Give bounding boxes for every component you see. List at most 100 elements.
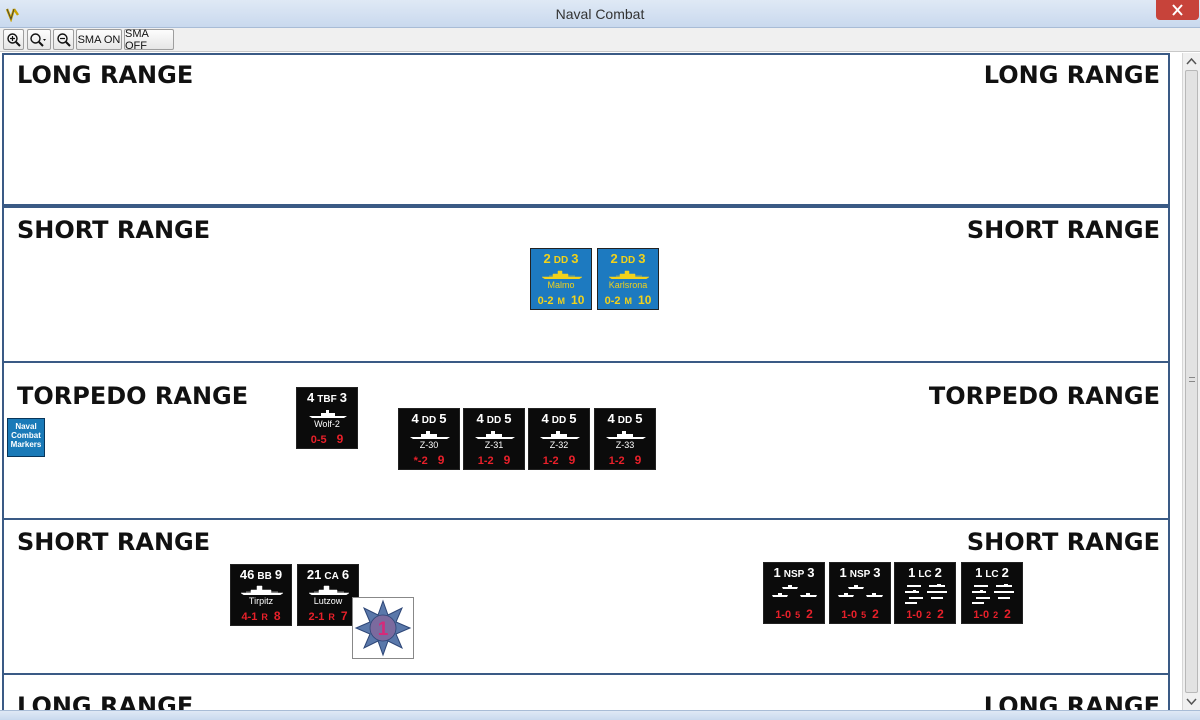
thumb-grip: [1189, 377, 1195, 382]
zoom-out-button[interactable]: [53, 29, 74, 50]
ship-silhouette-icon: [308, 585, 350, 595]
window-bottom-border: [0, 710, 1200, 720]
scroll-down-button[interactable]: [1183, 693, 1200, 710]
zoom-select-icon: [30, 32, 46, 47]
app-icon: [5, 8, 19, 22]
band-label-right: LONG RANGE: [983, 692, 1160, 710]
ship-name: Z-32: [549, 440, 569, 450]
ship-silhouette-icon: [475, 431, 515, 439]
zoom-out-icon: [56, 32, 71, 47]
close-button[interactable]: [1156, 0, 1199, 20]
sma-on-button[interactable]: SMA ON: [76, 29, 122, 50]
ship-silhouette-icon: [606, 431, 646, 439]
window-title: Naval Combat: [555, 6, 645, 22]
ship-name: Tirpitz: [248, 596, 274, 606]
ship-name: Wolf-2: [314, 419, 340, 429]
zoom-select-button[interactable]: [27, 29, 51, 50]
ship-silhouette-icon: [410, 431, 450, 439]
close-icon: [1172, 4, 1183, 16]
band-label-right: SHORT RANGE: [966, 216, 1160, 244]
band-long-range-top[interactable]: LONG RANGE LONG RANGE: [2, 53, 1170, 206]
naval-combat-markers[interactable]: Naval Combat Markers: [7, 418, 45, 457]
band-short-range-upper[interactable]: SHORT RANGE SHORT RANGE: [2, 206, 1170, 363]
ship-silhouette-icon: [309, 410, 347, 418]
transport-ships-icon: [772, 585, 817, 597]
sma-off-button[interactable]: SMA OFF: [124, 28, 174, 52]
ship-name: Z-31: [484, 440, 504, 450]
toolbar: SMA ON SMA OFF: [0, 28, 1200, 52]
ship-name: Z-33: [615, 440, 635, 450]
combat-round-marker[interactable]: 1: [352, 597, 414, 659]
combat-board[interactable]: LONG RANGE LONG RANGE SHORT RANGE SHORT …: [0, 53, 1182, 710]
scroll-up-button[interactable]: [1183, 53, 1200, 70]
markers-line: Markers: [10, 440, 42, 449]
zoom-in-button[interactable]: [3, 29, 24, 50]
zoom-in-icon: [6, 32, 21, 47]
ship-silhouette-icon: [241, 585, 283, 595]
markers-line: Naval: [15, 422, 37, 431]
transport-ships-icon: [838, 585, 883, 597]
band-label-right: TORPEDO RANGE: [928, 382, 1160, 410]
landing-craft-icon: [972, 584, 1014, 604]
chevron-up-icon: [1186, 57, 1197, 65]
title-bar: Naval Combat: [0, 0, 1200, 28]
band-label-right: SHORT RANGE: [966, 528, 1160, 556]
ship-silhouette-icon: [541, 270, 583, 279]
ship-name: Z-30: [419, 440, 439, 450]
band-label-right: LONG RANGE: [983, 61, 1160, 89]
band-label-left: SHORT RANGE: [17, 528, 211, 556]
markers-line: Combat: [11, 431, 41, 440]
round-number: 1: [378, 619, 389, 640]
ship-name: Malmo: [547, 280, 575, 290]
band-long-range-bottom[interactable]: LONG RANGE LONG RANGE: [2, 673, 1170, 710]
scroll-thumb[interactable]: [1185, 70, 1198, 693]
band-label-left: SHORT RANGE: [17, 216, 211, 244]
ship-silhouette-icon: [608, 270, 650, 279]
band-label-left: LONG RANGE: [17, 692, 194, 710]
band-label-left: TORPEDO RANGE: [17, 382, 249, 410]
vertical-scrollbar[interactable]: [1182, 53, 1200, 710]
chevron-down-icon: [1186, 698, 1197, 706]
ship-name: Karlsrona: [608, 280, 648, 290]
star-marker-icon: 1: [354, 599, 412, 657]
